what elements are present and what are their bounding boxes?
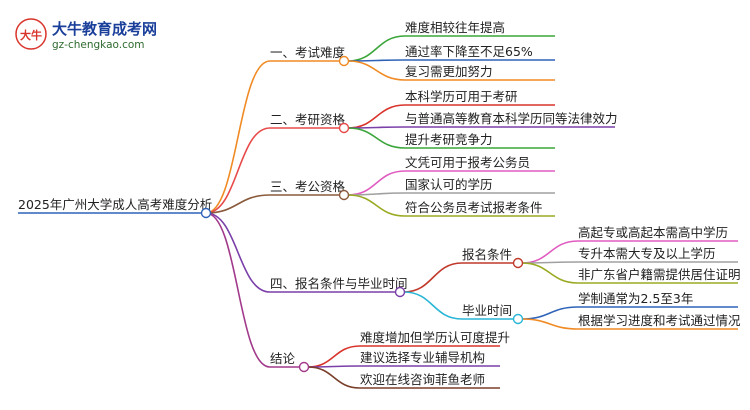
branch-4: 四、报名条件与毕业时间 (270, 276, 408, 291)
leaf-node: 符合公务员考试报考条件 (405, 200, 543, 215)
logo-title: 大牛教育成考网 (52, 20, 157, 38)
edge-branch-1-leaf-3 (347, 60, 406, 81)
leaf-node: 学制通常为2.5至3年 (578, 291, 693, 306)
edge-branch-4-sub-1 (403, 262, 463, 293)
branch-5-connector (298, 361, 310, 373)
leaf-node: 提升考研竞争力 (405, 132, 493, 147)
leaf-node: 高起专或高起本需高中学历 (578, 225, 728, 240)
edge-root-branch-2 (205, 127, 271, 214)
branch-5: 结论 (270, 351, 296, 366)
edge-root-branch-1 (205, 60, 271, 214)
sub-branch-2-connector (512, 313, 524, 325)
branch-1: 一、考试难度 (270, 45, 346, 60)
edge-branch-2-leaf-1 (347, 104, 406, 129)
leaf-node: 文凭可用于报考公务员 (405, 155, 530, 170)
edge-branch-3-leaf-1 (347, 170, 406, 196)
sub-branch-1: 报名条件 (462, 247, 512, 262)
branch-3: 三、考公资格 (270, 179, 346, 194)
leaf-node: 本科学历可用于考研 (405, 89, 518, 104)
leaf-node: 国家认可的学历 (405, 177, 493, 192)
leaf-node: 难度增加但学历认可度提升 (360, 330, 510, 345)
edge-branch-3-leaf-3 (347, 194, 406, 217)
sub-branch-1-connector (512, 257, 524, 269)
branch-1-connector (338, 55, 350, 67)
edge-branch-5-leaf-3 (307, 366, 361, 389)
edge-root-branch-5 (205, 212, 271, 368)
branch-2-connector (338, 122, 350, 134)
edge-root-branch-3 (205, 194, 271, 214)
logo-url: gz-chengkao.com (52, 39, 145, 51)
logo-mark-text: 大牛 (20, 28, 42, 42)
logo-mark-icon (15, 18, 47, 50)
edge-sub-1-leaf-1 (521, 240, 579, 264)
branch-3-connector (338, 189, 350, 201)
leaf-node: 与普通高等教育本科学历同等法律效力 (405, 111, 618, 126)
leaf-node: 专升本需大专及以上学历 (578, 246, 716, 261)
edge-sub-2-leaf-1 (521, 306, 579, 320)
root-connector (200, 207, 212, 219)
edge-root-branch-4 (205, 212, 271, 293)
leaf-node: 根据学习进度和考试通过情况 (578, 313, 741, 328)
edge-sub-1-leaf-3 (521, 262, 579, 284)
branch-4-connector (394, 286, 406, 298)
leaf-node: 建议选择专业辅导机构 (360, 350, 485, 365)
leaf-node: 复习需更加努力 (405, 64, 493, 79)
leaf-node: 通过率下降至不足65% (405, 44, 533, 59)
root-node: 2025年广州大学成人高考难度分析 (18, 197, 212, 212)
edge-branch-4-sub-2 (403, 291, 463, 320)
leaf-node: 非广东省户籍需提供居住证明 (578, 267, 741, 282)
logo: 大牛 大牛教育成考网 gz-chengkao.com (15, 18, 157, 51)
branch-2: 二、考研资格 (270, 112, 346, 127)
edge-branch-5-leaf-1 (307, 345, 361, 368)
edge-branch-2-leaf-3 (347, 127, 406, 149)
sub-branch-2: 毕业时间 (462, 303, 512, 318)
edge-branch-1-leaf-1 (347, 35, 406, 62)
edge-sub-2-leaf-2 (521, 318, 579, 330)
leaf-node: 欢迎在线咨询菲鱼老师 (360, 372, 485, 387)
leaf-node: 难度相较往年提高 (405, 20, 505, 35)
